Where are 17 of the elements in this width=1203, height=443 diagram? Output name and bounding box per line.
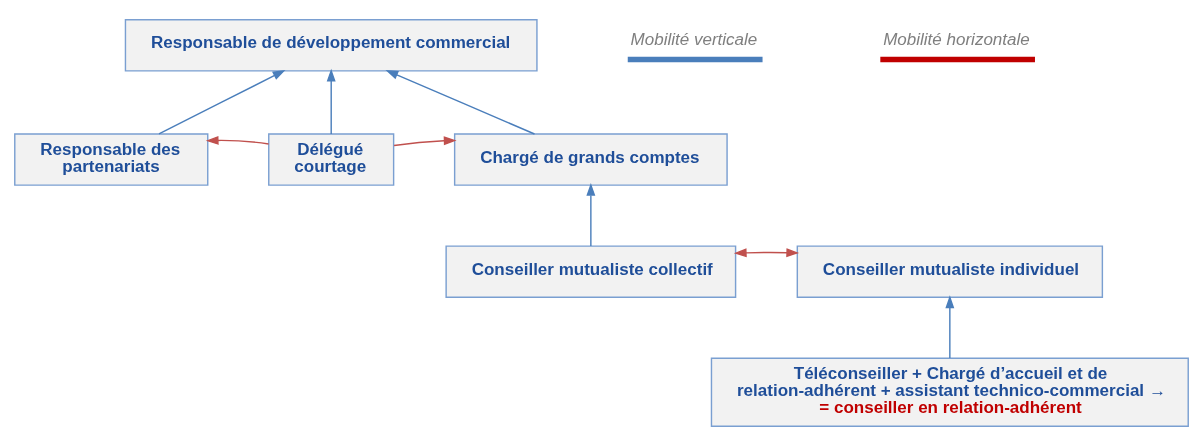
arrow — [385, 69, 536, 135]
node-box: Conseiller mutualiste individuel — [796, 244, 1104, 298]
node-box: Responsable des partenariats — [14, 132, 209, 186]
arrow — [393, 135, 457, 146]
node-box: Responsable de développement commercial — [124, 18, 538, 72]
node-box: Conseiller mutualiste collectif — [445, 244, 737, 298]
node-box: Délégué courtage — [268, 132, 395, 186]
arrow — [586, 182, 596, 247]
legend-label: Mobilité horizontale — [883, 29, 1030, 49]
arrow — [326, 68, 336, 135]
arrow — [945, 294, 955, 359]
arrow — [205, 135, 270, 145]
node-box: Téléconseiller + Chargé d’accueil et de relation-adhérent + assistant technico-commercial → = conseiller en relation-adhérent — [710, 357, 1189, 427]
legend-label: Mobilité verticale — [630, 29, 758, 49]
arrow — [733, 247, 800, 257]
node-box: Chargé de grands comptes — [453, 132, 728, 186]
arrow — [158, 69, 286, 135]
